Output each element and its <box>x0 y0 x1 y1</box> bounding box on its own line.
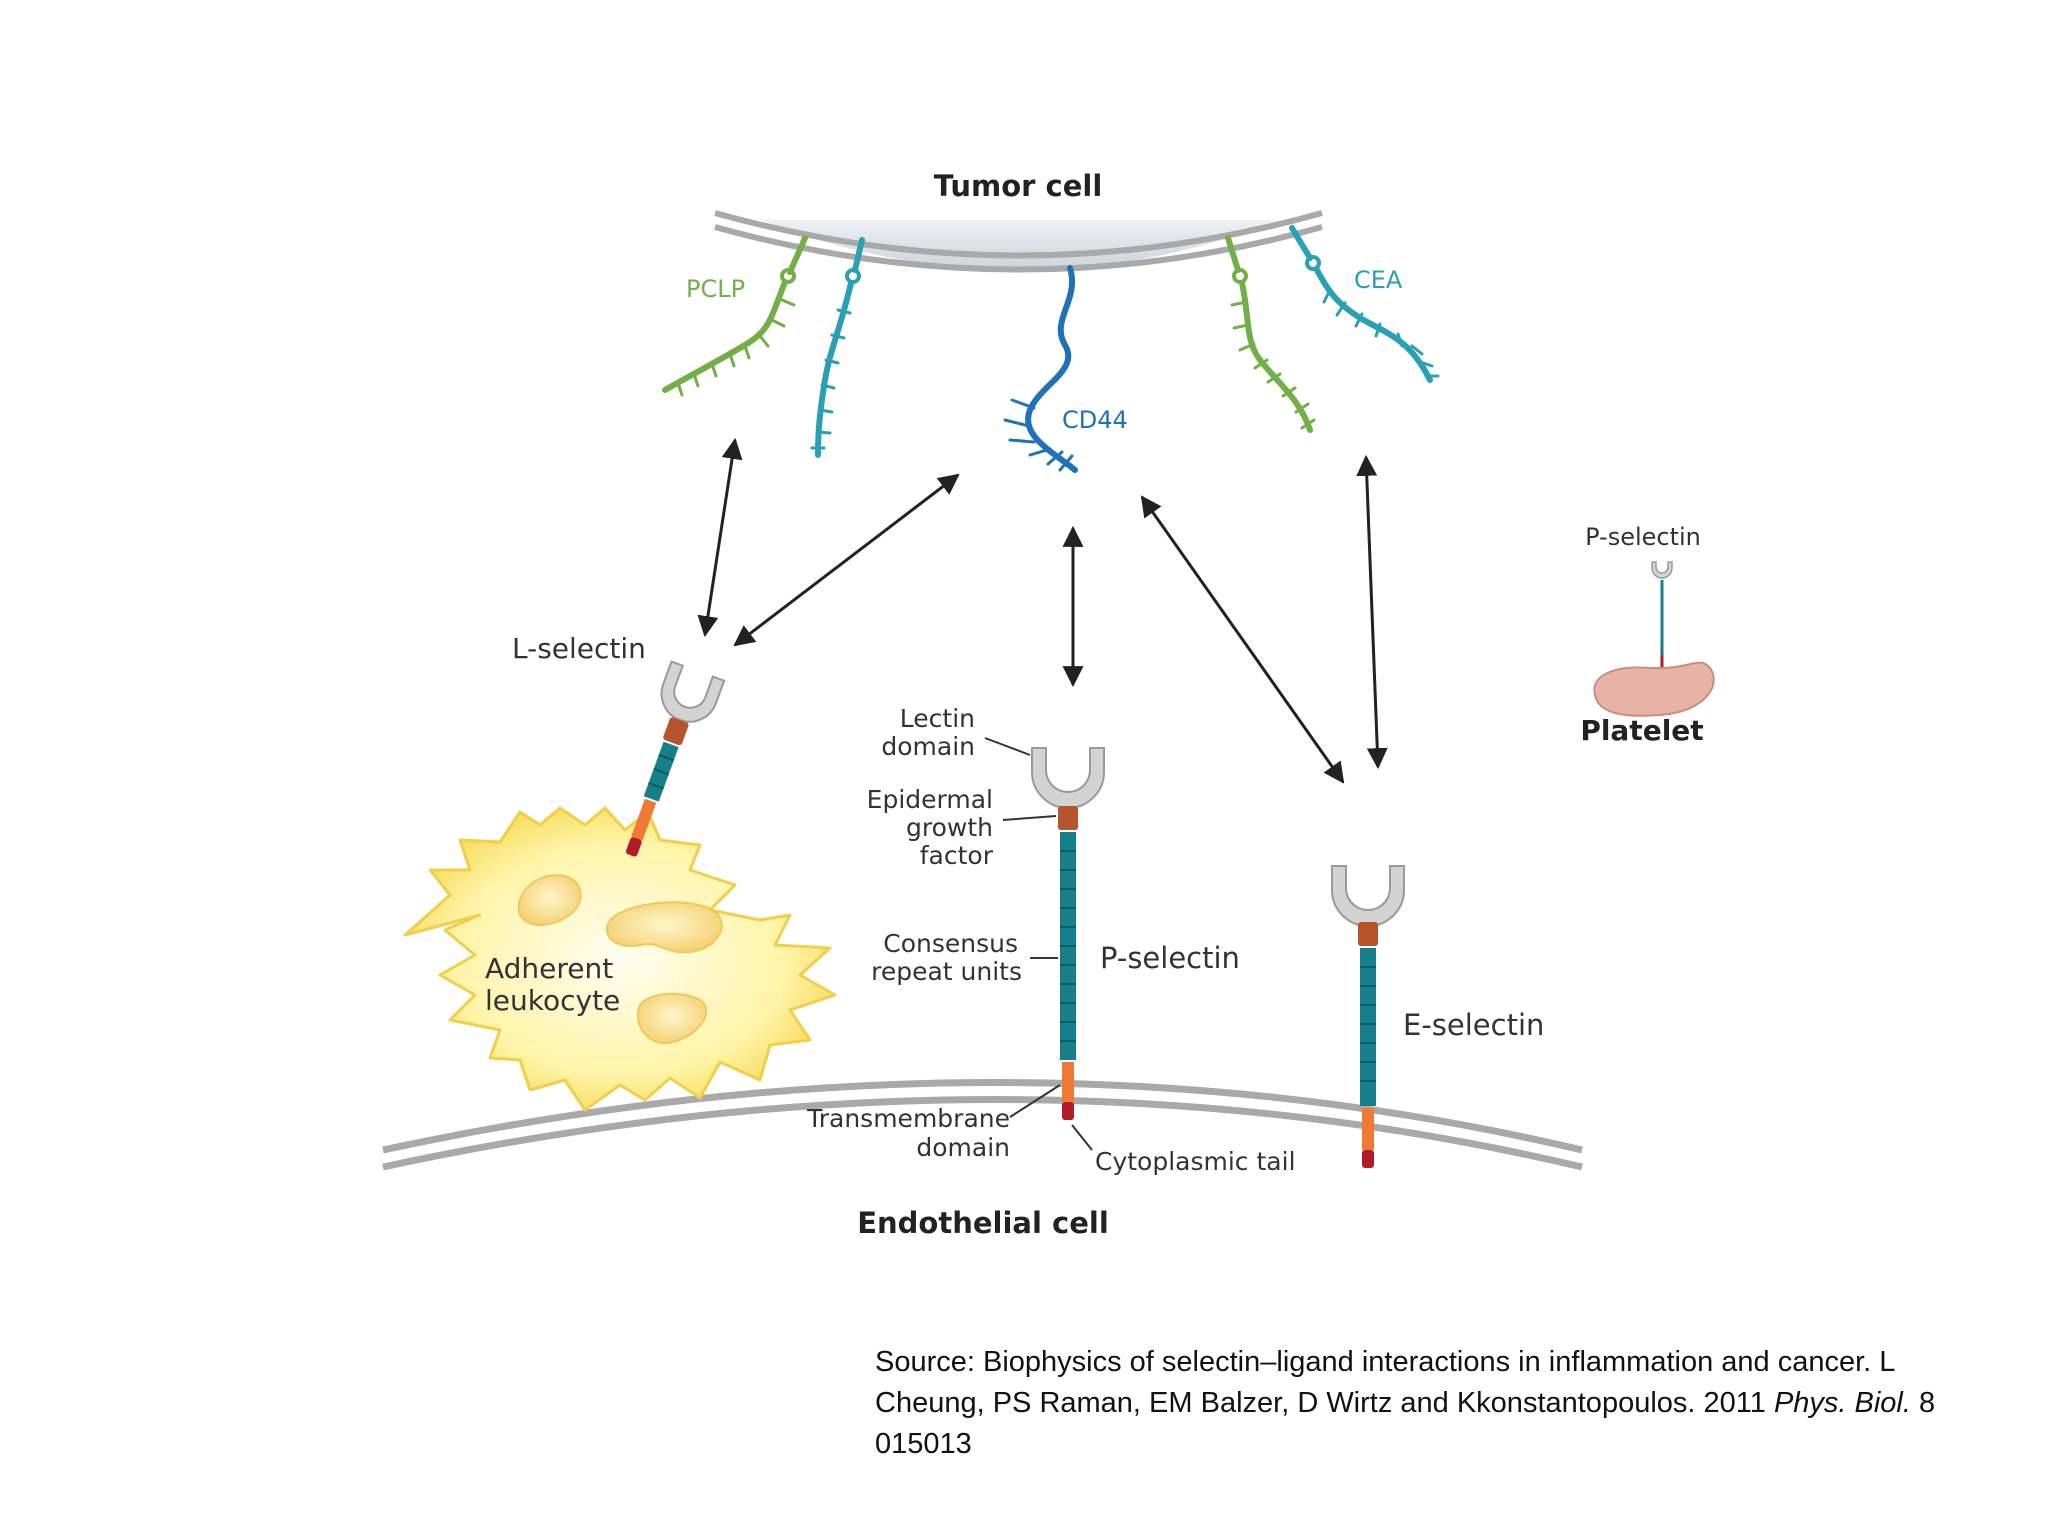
arrow-cea-eselectin <box>1356 454 1388 770</box>
p-selectin-label: P-selectin <box>1100 941 1240 975</box>
pclp-label: PCLP <box>686 275 745 303</box>
endothelial-cell: Endothelial cell <box>382 1079 1583 1240</box>
endothelial-membrane-inner <box>382 1096 1583 1171</box>
platelet-label: Platelet <box>1580 714 1703 747</box>
transmembrane-label-2: domain <box>916 1133 1010 1162</box>
platelet-p-selectin-head <box>1651 561 1673 579</box>
l-selectin-tail <box>625 837 642 857</box>
e-selectin <box>1331 865 1405 1168</box>
adherent-leukocyte: Adherent leukocyte <box>403 806 837 1112</box>
endothelial-membrane-outer <box>382 1079 1583 1154</box>
leukocyte-body <box>403 806 837 1112</box>
arrow-cd44-eselectin <box>1140 495 1345 784</box>
arrow-cd44-lselectin <box>733 473 960 647</box>
teal-ligand-left <box>810 237 865 458</box>
cea-ligand <box>1289 225 1440 383</box>
leukocyte-nucleus-1 <box>517 874 582 927</box>
p-selectin-tail <box>1062 1102 1074 1120</box>
egf-label-2: growth <box>906 813 993 842</box>
e-selectin-repeats <box>1360 948 1376 1106</box>
tumor-cell-body <box>760 220 1280 270</box>
leukocyte-label-line1: Adherent <box>485 952 613 985</box>
p-selectin-egf <box>1058 806 1078 830</box>
consensus-label-1: Consensus <box>883 929 1018 958</box>
egf-label-3: factor <box>920 841 994 870</box>
domain-annotations: Lectin domain Epidermal growth factor Co… <box>806 704 1295 1176</box>
tumor-cell-label: Tumor cell <box>934 169 1103 203</box>
leukocyte-nucleus-3 <box>637 992 708 1045</box>
e-selectin-label: E-selectin <box>1403 1008 1544 1042</box>
p-selectin <box>1031 747 1105 1120</box>
p-selectin-transmembrane <box>1062 1062 1074 1102</box>
caption-text: Source: Biophysics of selectin–ligand in… <box>875 1346 1895 1419</box>
platelet-body <box>1593 661 1715 717</box>
l-selectin-egf <box>663 717 689 746</box>
cea-label: CEA <box>1354 266 1403 294</box>
ligands: PCLP CEA CD44 <box>662 225 1440 473</box>
l-selectin-transmembrane <box>631 798 657 841</box>
pclp-ligand <box>662 235 808 397</box>
leukocyte-nucleus-2 <box>605 901 723 954</box>
cd44-label: CD44 <box>1062 406 1128 434</box>
tumor-cell: Tumor cell <box>714 169 1323 273</box>
p-selectin-lectin <box>1031 747 1105 809</box>
lectin-domain-label-2: domain <box>881 732 975 761</box>
interaction-arrows <box>697 437 1388 784</box>
source-caption: Source: Biophysics of selectin–ligand in… <box>875 1342 2005 1465</box>
lectin-domain-label-1: Lectin <box>900 704 975 733</box>
transmembrane-label-1: Transmembrane <box>806 1104 1010 1133</box>
leukocyte-label-line2: leukocyte <box>485 984 620 1017</box>
caption-journal: Phys. Biol. <box>1773 1387 1911 1419</box>
e-selectin-transmembrane <box>1362 1108 1374 1150</box>
endothelial-cell-label: Endothelial cell <box>857 1206 1109 1240</box>
consensus-label-2: repeat units <box>871 957 1022 986</box>
platelet-group: P-selectin Platelet <box>1580 523 1715 747</box>
l-selectin-lectin <box>660 660 726 723</box>
platelet-p-selectin-label: P-selectin <box>1585 523 1701 551</box>
e-selectin-lectin <box>1331 865 1405 927</box>
l-selectin <box>625 660 726 857</box>
green-ligand-right <box>1225 235 1316 433</box>
caption-volume: 8 015013 <box>875 1387 1936 1460</box>
cytoplasmic-tail-label: Cytoplasmic tail <box>1095 1147 1296 1176</box>
e-selectin-egf <box>1358 922 1378 946</box>
tumor-membrane-outer <box>714 210 1323 259</box>
cd44-ligand <box>1003 265 1078 473</box>
arrow-pclp-lselectin <box>697 437 743 638</box>
egf-label-1: Epidermal <box>867 785 993 814</box>
e-selectin-tail <box>1362 1150 1374 1168</box>
l-selectin-label: L-selectin <box>512 632 646 665</box>
